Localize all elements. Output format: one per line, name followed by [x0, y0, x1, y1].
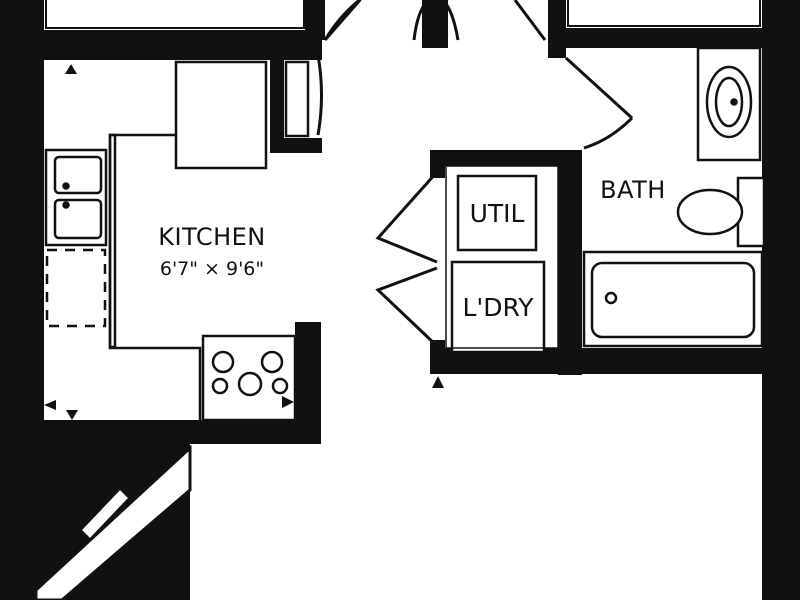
sink-drain-top	[62, 182, 70, 190]
angled-window-frame	[34, 444, 192, 600]
counter-top-block	[174, 60, 268, 170]
util-label: UTIL	[470, 199, 525, 228]
pier-door-arc	[316, 54, 323, 136]
sink-drain-bottom	[62, 201, 70, 209]
dishwasher	[45, 248, 107, 328]
angled-window-pane	[77, 485, 133, 543]
outer-wall-right	[762, 0, 800, 600]
laundry-label: L'DRY	[462, 293, 534, 322]
marker-arrow-5	[432, 376, 444, 388]
bath-fixtures	[582, 46, 766, 348]
lavatory-drain	[730, 98, 738, 106]
kitchen-fixtures	[44, 60, 310, 422]
marker-arrow-2	[44, 400, 56, 410]
closet-wall-top	[430, 150, 582, 166]
counter-outline	[108, 133, 202, 420]
burner-5	[271, 377, 289, 395]
entry-door-left-swing	[323, 0, 362, 41]
lavatory-basin	[714, 76, 744, 128]
markers	[44, 64, 444, 420]
window-openings	[45, 0, 761, 29]
window-top-right	[567, 0, 761, 27]
bifold-upper	[375, 171, 439, 264]
burner-2	[260, 350, 284, 374]
wall-pier	[270, 48, 284, 153]
closet-door-jamb	[422, 0, 448, 48]
burner-1	[211, 350, 235, 374]
doors	[316, 0, 634, 348]
laundry-box	[450, 260, 546, 354]
marker-arrow-1	[65, 64, 77, 74]
bifold-lower	[375, 266, 439, 348]
upper-wall-left	[0, 30, 322, 60]
window-top-left	[45, 0, 305, 29]
closet-angled-window	[34, 444, 192, 600]
upper-wall-stub-left	[305, 0, 325, 40]
wall-pier-base	[270, 138, 322, 153]
burner-3	[211, 377, 229, 395]
upper-wall-right	[548, 28, 800, 48]
kitchen-label: KITCHEN	[158, 223, 266, 251]
tub-drain	[604, 291, 618, 305]
bath-partition	[558, 150, 582, 375]
closet-door-left-leaf	[412, 0, 432, 41]
marker-arrow-3	[66, 410, 78, 420]
sink-basin-bottom	[53, 198, 103, 240]
bathtub-inner	[590, 261, 756, 339]
kitchen-dimensions: 6'7" × 9'6"	[160, 258, 264, 280]
bathtub	[582, 250, 764, 348]
hanger-cabinet	[284, 60, 310, 138]
closets	[445, 165, 559, 354]
closet-inner-line	[445, 165, 559, 349]
marker-arrow-4	[282, 396, 294, 408]
burner-4	[237, 371, 263, 397]
closet-wall-left	[430, 150, 445, 178]
bath-label: BATH	[600, 176, 666, 204]
closet-door-right-leaf	[440, 0, 460, 41]
sink-basin-top	[53, 155, 103, 195]
util-box	[456, 174, 538, 252]
entry-door-right-swing	[513, 0, 547, 41]
bath-door	[564, 56, 634, 150]
toilet-bowl	[676, 188, 744, 236]
